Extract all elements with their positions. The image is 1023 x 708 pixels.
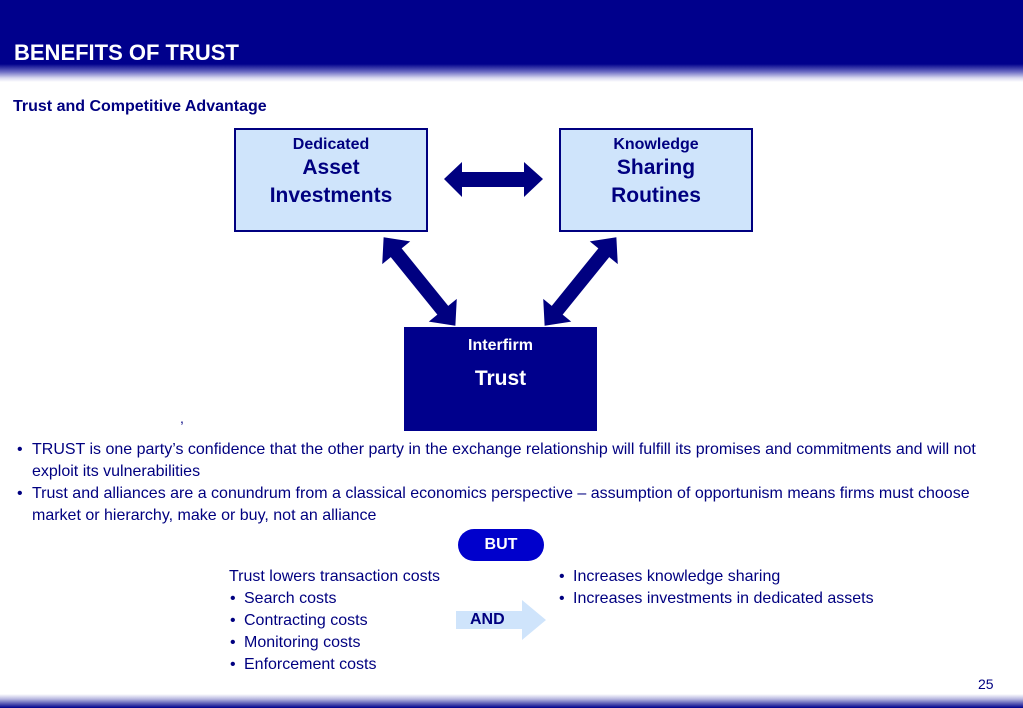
list-item: Enforcement costs <box>229 654 440 676</box>
dedicated-asset-investments-box: Dedicated Asset Investments <box>234 128 428 232</box>
list-item: Contracting costs <box>229 610 440 632</box>
slide-title: BENEFITS OF TRUST <box>14 40 239 65</box>
bullet-trust-definition: TRUST is one party’s confidence that the… <box>14 439 1004 483</box>
interfirm-trust-box: Interfirm Trust <box>404 327 597 431</box>
investments-label: Investments <box>269 184 393 207</box>
right-diagonal-double-arrow-icon <box>543 237 618 326</box>
benefits-list: Increases knowledge sharing Increases in… <box>558 566 878 610</box>
slide-subtitle: Trust and Competitive Advantage <box>13 98 267 115</box>
and-arrow-icon <box>456 600 546 640</box>
trust-label: Trust <box>474 367 527 390</box>
bullet-trust-conundrum: Trust and alliances are a conundrum from… <box>14 483 1004 527</box>
stray-mark: , <box>180 410 184 426</box>
list-item: Search costs <box>229 588 440 610</box>
horizontal-double-arrow-icon <box>444 162 543 197</box>
interfirm-label: Interfirm <box>468 337 533 354</box>
knowledge-sharing-routines-box: Knowledge Sharing Routines <box>559 128 753 232</box>
left-diagonal-double-arrow-icon <box>382 237 457 326</box>
definition-bullets: TRUST is one party’s confidence that the… <box>14 439 1004 527</box>
list-item: Increases investments in dedicated asset… <box>558 588 878 610</box>
footer-bar <box>0 694 1023 708</box>
routines-label: Routines <box>611 184 701 207</box>
list-item: Monitoring costs <box>229 632 440 654</box>
knowledge-label: Knowledge <box>613 136 699 153</box>
page-number: 25 <box>978 676 994 692</box>
transaction-costs-heading: Trust lowers transaction costs <box>229 568 441 585</box>
sharing-label: Sharing <box>616 156 696 179</box>
but-badge: BUT <box>458 529 544 561</box>
list-item: Increases knowledge sharing <box>558 566 878 588</box>
and-label: AND <box>470 611 505 628</box>
asset-label: Asset <box>302 156 360 179</box>
header-bar: BENEFITS OF TRUST <box>0 0 1023 82</box>
dedicated-label: Dedicated <box>292 136 370 153</box>
transaction-costs-list: Trust lowers transaction costs Search co… <box>229 566 440 676</box>
